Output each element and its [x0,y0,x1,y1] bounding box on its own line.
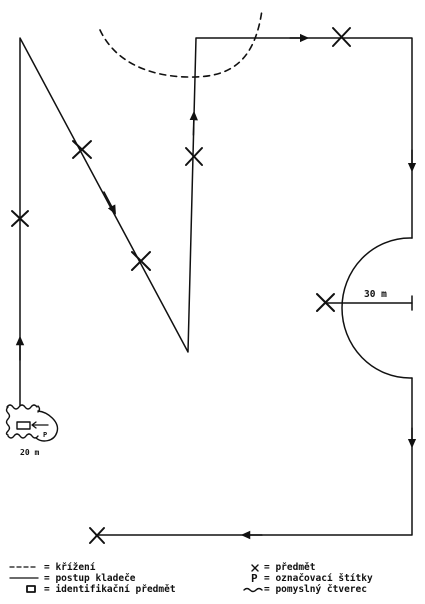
object-x-mark [332,27,351,47]
legend-imaginary-square-text: = pomyslný čtverec [264,584,367,595]
object-x-mark [185,147,203,166]
start-hook-arrow [31,421,49,429]
crossing-dashed-curve [99,9,263,78]
object-x-mark [72,140,92,159]
track-semicircle [341,237,413,379]
object-x-mark [89,527,105,544]
legend: = křížení = postup kladeče = identifikač… [9,562,373,595]
legend-identification-object-text: = identifikační předmět [44,584,176,595]
identification-object-rect [16,421,31,430]
radius-label: 30 m [364,289,387,300]
start-p-mark: P [43,431,47,439]
start-loop [35,410,59,442]
object-x-mark [131,251,151,271]
start-distance-label: 20 m [20,448,39,457]
legend-layer-route-text: = postup kladeče [44,573,136,584]
legend-p-mark-symbol: P [251,572,258,585]
legend-crossing-text: = křížení [44,562,96,573]
legend-wavy-line-symbol [243,587,263,593]
track-path [19,37,413,406]
legend-rectangle-symbol [26,585,36,593]
direction-arrow [103,191,116,215]
track-path-end [95,377,413,536]
direction-arrow [189,110,198,136]
start-imaginary-square [5,404,41,439]
legend-x-mark-symbol [251,564,259,572]
legend-object-text: = předmět [264,562,315,573]
object-x-mark [11,210,29,227]
legend-marking-labels-text: = označovací štítky [264,573,373,584]
object-x-mark [316,293,335,312]
